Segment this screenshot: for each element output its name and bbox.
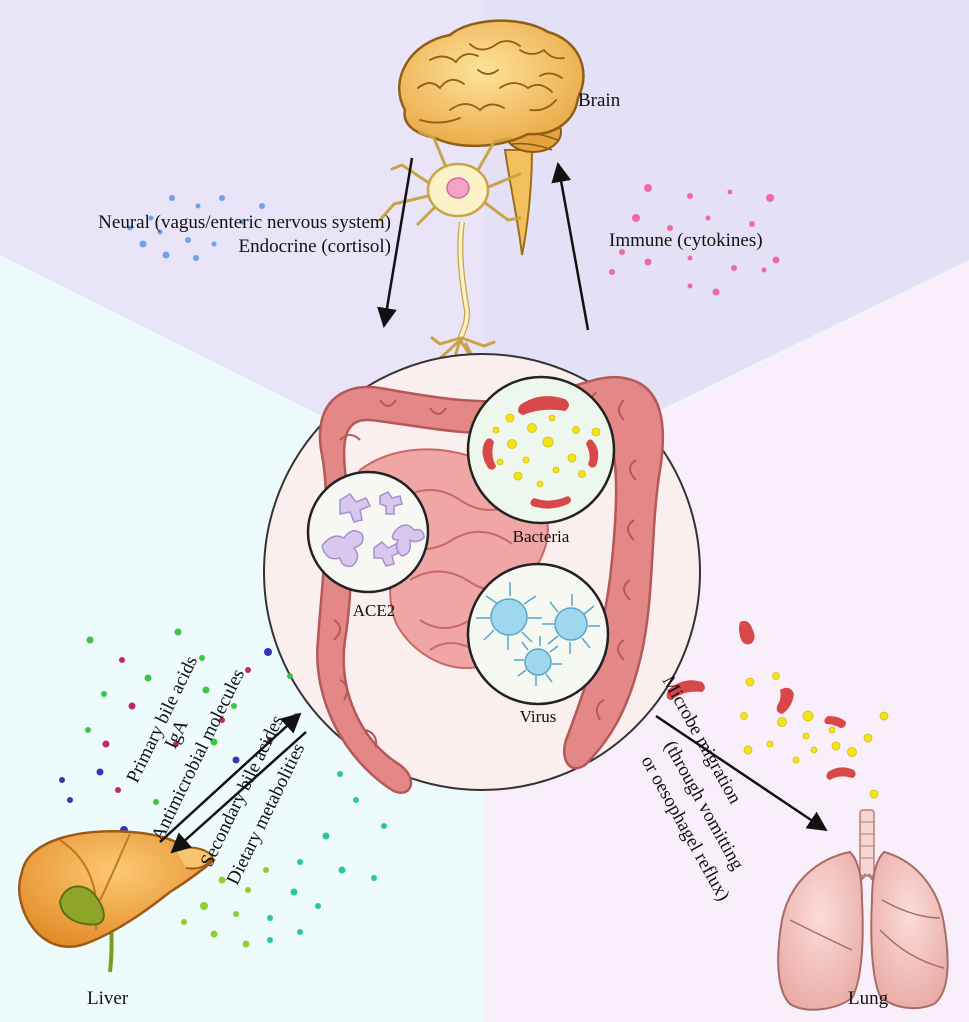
neuron-nucleus (446, 177, 470, 199)
immune-signal-dots (609, 184, 780, 296)
arrow-gut-to-lung (655, 714, 828, 832)
trachea (859, 809, 875, 877)
virus-inset (466, 562, 610, 706)
label-endocrine: Endocrine (cortisol) (239, 236, 391, 257)
label-immune: Immune (cytokines) (609, 230, 763, 251)
colon (316, 375, 665, 794)
virus-particles (476, 582, 600, 686)
label-bacteria: Bacteria (513, 527, 570, 546)
label-virus: Virus (520, 707, 557, 726)
bacteria-particles (492, 413, 601, 488)
ace2-inset (306, 470, 430, 594)
label-ace2: ACE2 (353, 601, 396, 620)
arrow-brain-to-gut (377, 157, 414, 328)
brain-cerebrum (398, 19, 585, 148)
gallbladder (58, 885, 105, 926)
lung-microbes (666, 620, 889, 799)
neural-signal-dots (127, 195, 265, 261)
region-top-right-shade (484, 0, 969, 500)
arrow-gut-to-brain (551, 162, 590, 331)
bacteria-rods (482, 396, 599, 509)
right-lung (870, 850, 949, 1010)
left-lung (777, 850, 864, 1011)
brain-illustration (398, 19, 585, 256)
label-liver: Liver (87, 988, 129, 1009)
bacteria-inset (466, 375, 616, 525)
arrow-liver-to-gut (159, 712, 302, 843)
gut-circle: ACE2 Bacteria (263, 353, 701, 794)
label-brain: Brain (578, 90, 621, 111)
label-neural: Neural (vagus/enteric nervous system) (98, 212, 391, 233)
label-lung: Lung (848, 988, 889, 1009)
arrow-gut-to-liver (170, 731, 307, 854)
lung-illustration (777, 809, 949, 1011)
